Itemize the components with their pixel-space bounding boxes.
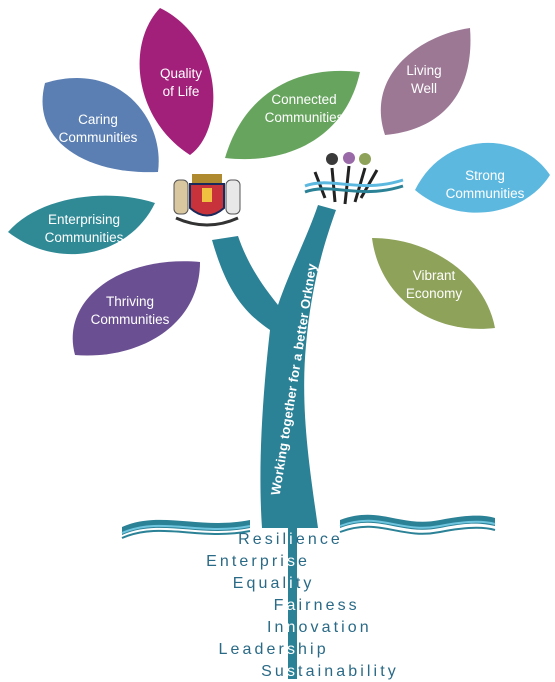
value-word: Fairness <box>274 596 360 616</box>
value-word-end: irness <box>298 597 360 614</box>
leaf-label-line: Connected <box>271 92 336 107</box>
value-word: Equality <box>233 574 315 594</box>
leaf-label-line: Communities <box>45 230 124 245</box>
value-word: Sustainability <box>261 662 399 682</box>
value-word-end: e <box>298 553 311 570</box>
ground-wave-right <box>339 514 496 535</box>
value-word-start: Leader <box>218 641 287 658</box>
value-word: Resilience <box>238 530 343 550</box>
leaf-label-line: Communities <box>59 130 138 145</box>
tree-trunk <box>212 205 336 528</box>
leaf-label-line: of Life <box>163 84 200 99</box>
leaf-label-line: Thriving <box>106 294 154 309</box>
value-word: Innovation <box>267 618 372 638</box>
value-word-end: tainability <box>298 663 399 680</box>
value-word-highlight-letter: a <box>286 597 299 614</box>
value-word-highlight-letter: s <box>286 663 299 680</box>
value-word-end: ence <box>295 531 343 548</box>
leaf-shape <box>42 77 159 173</box>
orkney-coat-of-arms-icon <box>173 174 241 227</box>
value-word-highlight-letter: s <box>286 553 299 570</box>
ground-wave-left <box>121 519 251 539</box>
leaf-shape <box>415 142 550 213</box>
leaf-label-line: Enterprising <box>48 212 120 227</box>
value-word: Enterprise <box>206 552 310 572</box>
leaf-label-line: Communities <box>446 186 525 201</box>
value-word: Leadership <box>219 640 329 660</box>
value-word-highlight-letter: s <box>286 641 299 658</box>
value-word-start: Enterpri <box>206 553 287 570</box>
value-word-start: Resil <box>238 531 290 548</box>
leaf-label-line: Living <box>406 63 441 78</box>
value-word-start: In <box>266 619 287 636</box>
value-word-end: ovation <box>298 619 372 636</box>
value-word-end: hip <box>298 641 329 658</box>
value-word-start: Equal <box>232 575 290 592</box>
leaf-label-line: Economy <box>406 286 463 301</box>
community-figures-logo-icon <box>304 152 404 205</box>
leaf-label-line: Well <box>411 81 437 96</box>
value-word-start: F <box>273 597 287 614</box>
value-word-highlight-letter: i <box>289 575 296 592</box>
value-word-highlight-letter: n <box>286 619 299 636</box>
leaf-shape <box>8 195 155 255</box>
leaf-shape <box>380 28 471 135</box>
leaf-label-line: Quality <box>160 66 202 81</box>
leaf-label-line: Communities <box>91 312 170 327</box>
leaf-shape <box>372 238 495 329</box>
leaf-label-line: Caring <box>78 112 118 127</box>
value-word-start: Su <box>261 663 287 680</box>
leaf-shape <box>139 8 214 155</box>
leaf-label-line: Vibrant <box>413 268 456 283</box>
leaf-label-line: Communities <box>265 110 344 125</box>
value-word-end: ty <box>295 575 315 592</box>
leaf-label-line: Strong <box>465 168 505 183</box>
root-bar <box>288 520 297 679</box>
leaf-shape <box>72 261 200 356</box>
leaf-shape <box>225 70 360 160</box>
value-word-highlight-letter: i <box>289 531 296 548</box>
leaf-quality: Quality of Life <box>139 8 214 155</box>
